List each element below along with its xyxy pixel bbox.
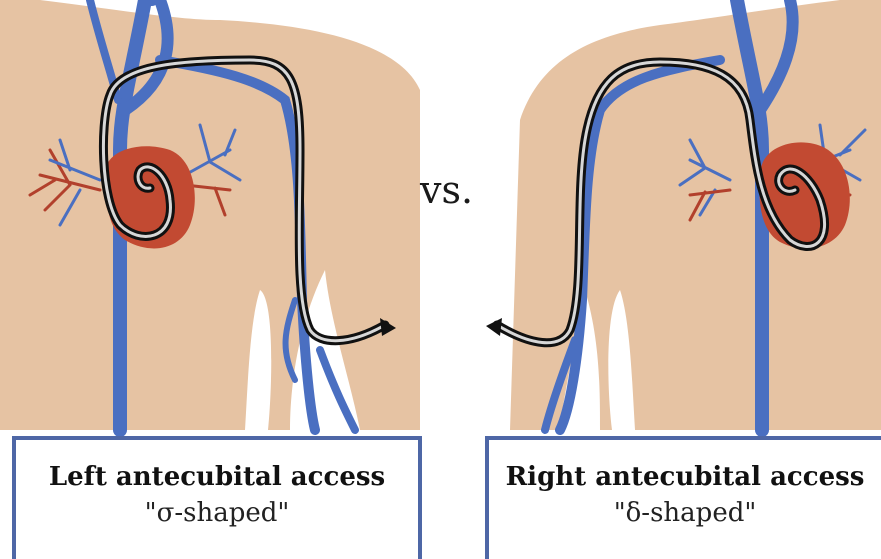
- right-access-caption: Right antecubital access "δ-shaped": [485, 436, 881, 559]
- versus-label: vs.: [420, 168, 473, 212]
- left-access-caption: Left antecubital access "σ-shaped": [12, 436, 422, 559]
- left-access-title: Left antecubital access: [16, 462, 418, 492]
- right-access-subtitle: "δ-shaped": [489, 498, 881, 528]
- right-catheter-tip: [486, 318, 502, 336]
- right-heart: [759, 142, 849, 248]
- right-access-title: Right antecubital access: [489, 462, 881, 492]
- left-access-subtitle: "σ-shaped": [16, 498, 418, 528]
